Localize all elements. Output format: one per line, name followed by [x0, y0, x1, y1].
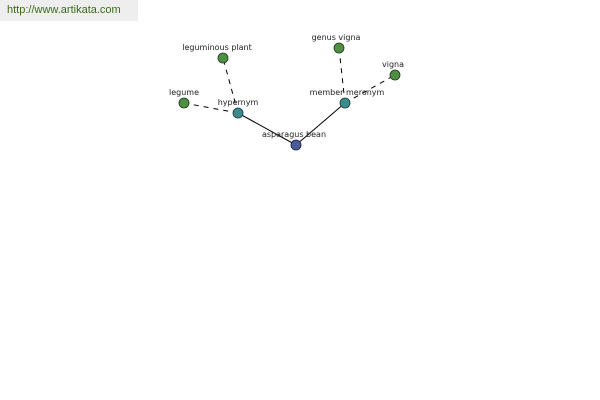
edge-asparagus-bean-member-meronym: [295, 102, 346, 146]
node-member-meronym[interactable]: [339, 97, 351, 109]
edges: [183, 47, 396, 146]
label-legume: legume: [169, 88, 199, 97]
node-leguminous-plant[interactable]: [217, 52, 229, 64]
label-member-meronym: member meronym: [310, 88, 385, 97]
node-legume[interactable]: [178, 97, 190, 109]
label-vigna: vigna: [382, 60, 404, 69]
node-genus-vigna[interactable]: [333, 42, 345, 54]
site-url-link[interactable]: http://www.artikata.com: [7, 4, 121, 16]
node-vigna[interactable]: [389, 69, 401, 81]
url-banner: http://www.artikata.com: [0, 0, 138, 21]
nodes: [178, 42, 401, 151]
edge-asparagus-bean-hypernym: [237, 112, 297, 146]
node-asparagus-bean[interactable]: [290, 139, 302, 151]
label-asparagus-bean: asparagus bean: [262, 130, 326, 139]
label-leguminous-plant: leguminous plant: [182, 43, 251, 52]
node-hypernym[interactable]: [232, 107, 244, 119]
label-genus-vigna: genus vigna: [312, 33, 361, 42]
label-hypernym: hypernym: [218, 98, 259, 107]
node-labels: leguminous plant genus vigna vigna legum…: [169, 33, 404, 139]
